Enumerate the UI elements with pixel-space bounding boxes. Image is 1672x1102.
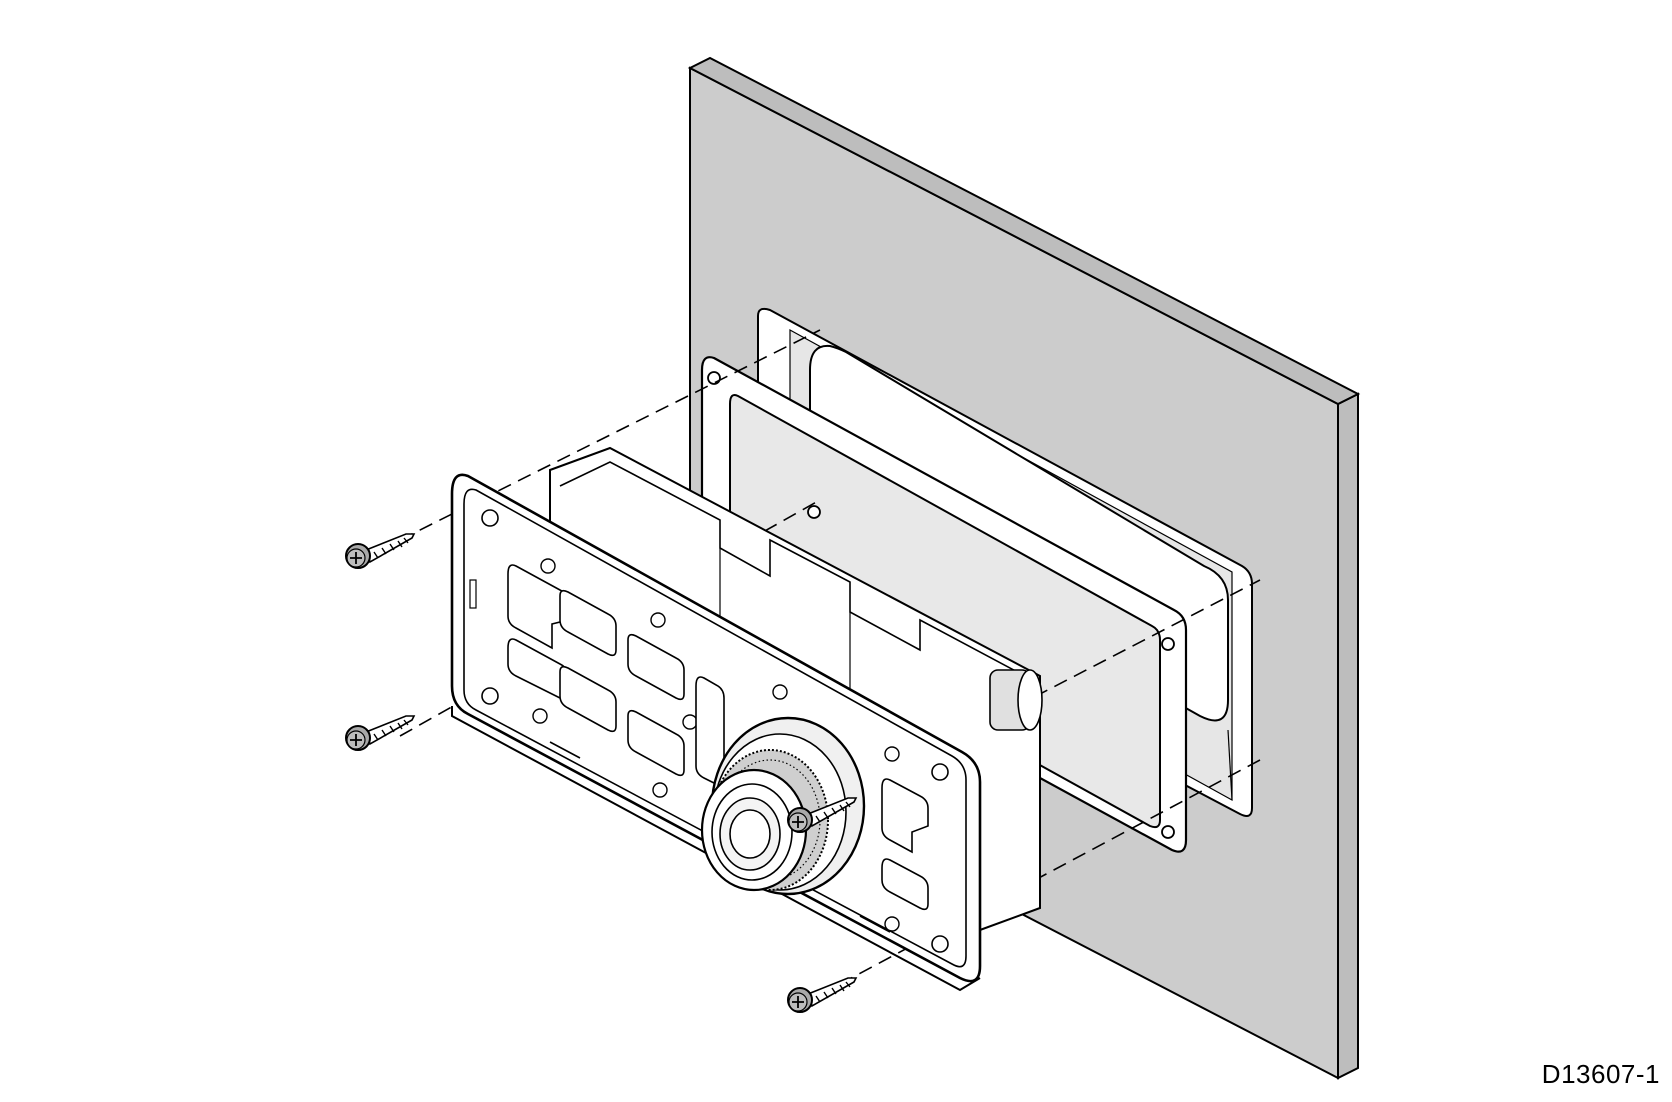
bezel-hole-tl <box>481 509 499 527</box>
bezel-hole-bl <box>481 687 499 705</box>
gasket <box>700 356 1188 853</box>
gasket-hole-bl <box>807 505 821 519</box>
gasket-hole-tl <box>707 371 721 385</box>
key-recesses <box>507 564 929 911</box>
bezel-hole-br <box>931 935 949 953</box>
panel-side-edge <box>1337 392 1359 1080</box>
gasket-hole-tr <box>1161 637 1175 651</box>
gasket-hole-br <box>1161 825 1175 839</box>
panel-top-edge <box>687 56 1361 406</box>
bezel-hole-tr <box>931 763 949 781</box>
screw <box>787 977 857 1013</box>
rotary-knob <box>700 716 866 896</box>
screw <box>345 533 415 569</box>
drawing-reference: D13607-1 <box>1541 1059 1660 1089</box>
